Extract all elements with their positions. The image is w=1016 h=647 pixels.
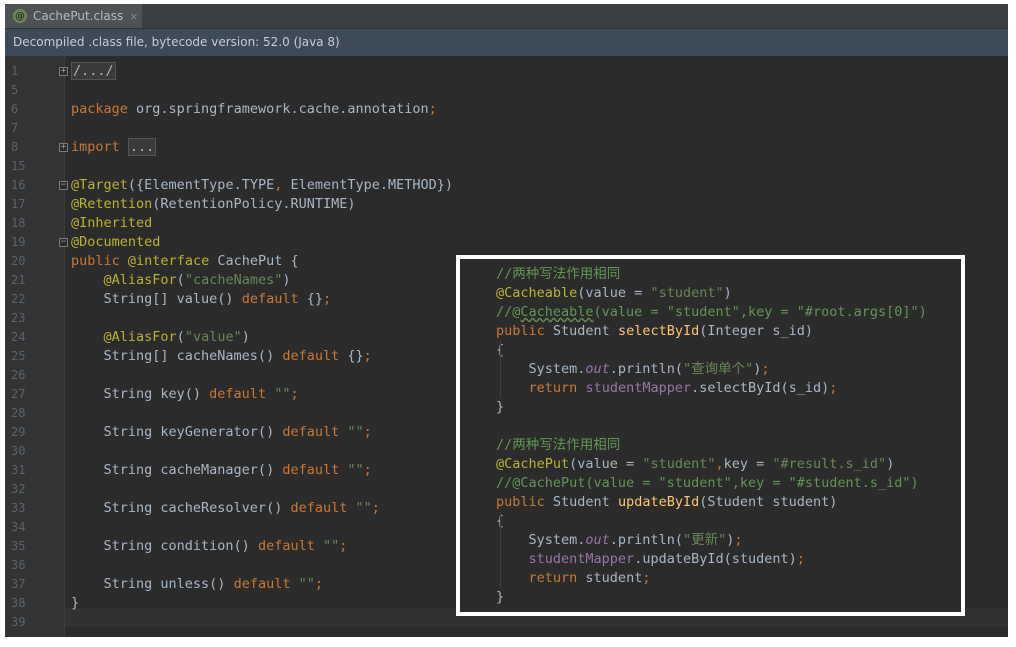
code-snippet-overlay: //两种写法作用相同 @Cacheable(value = "student") /… [456,255,965,616]
fold-toggle-icon[interactable]: − [59,237,68,247]
snippet-code-line: return studentMapper.selectById(s_id); [528,380,838,396]
fold-toggle-icon[interactable]: + [59,66,68,76]
snippet-code-line: //两种写法作用相同 [496,437,621,453]
line-number: 6 [11,102,19,116]
code-line: String cacheManager() default ""; [71,462,372,478]
line-number: 32 [11,482,26,496]
line-number: 29 [11,425,26,439]
line-number: 35 [11,539,26,553]
class-file-icon: @ [13,9,27,23]
indent-guide [500,512,501,588]
line-number: 33 [11,501,26,515]
line-number: 1 [11,64,19,78]
line-number: 22 [11,292,26,306]
line-number: 34 [11,520,26,534]
line-number: 17 [11,197,26,211]
line-number: 31 [11,463,26,477]
code-line: String condition() default ""; [71,538,348,554]
fold-toggle-icon[interactable]: + [59,142,68,152]
code-line: @Inherited [71,215,153,231]
snippet-code-line: studentMapper.updateById(student); [528,551,805,567]
tab-cacheput-class[interactable]: @ CachePut.class × [5,4,142,28]
line-number: 28 [11,406,26,420]
snippet-code-line: System.out.println("更新"); [496,532,743,548]
line-number: 38 [11,596,26,610]
line-number: 7 [11,121,19,135]
code-line: String cacheResolver() default ""; [71,500,380,516]
indent-guide [500,341,501,398]
line-number-gutter [5,56,65,637]
line-number: 16 [11,178,26,192]
snippet-code-line: public Student selectById(Integer s_id) [496,323,814,339]
code-line: @Target({ElementType.TYPE, ElementType.M… [71,177,454,193]
code-line: String[] cacheNames() default {}; [71,348,372,364]
line-number: 25 [11,349,26,363]
snippet-code-line: public Student updateById(Student studen… [496,494,838,510]
code-line: String keyGenerator() default ""; [71,424,372,440]
snippet-code-line: } [496,589,505,605]
snippet-code-line: //@Cacheable(value = "student",key = "#r… [496,304,927,320]
line-number: 21 [11,273,26,287]
code-line: import ... [71,138,157,156]
line-number: 19 [11,235,26,249]
line-number: 26 [11,368,26,382]
ide-window: @ CachePut.class × Decompiled .class fil… [5,4,1008,637]
line-number: 27 [11,387,26,401]
tab-title: CachePut.class [33,9,124,23]
snippet-code-line: return student; [528,570,651,586]
snippet-code-line: System.out.println("查询单个"); [496,361,770,377]
line-number: 18 [11,216,26,230]
line-number: 36 [11,558,26,572]
snippet-code-line: @Cacheable(value = "student") [496,285,732,301]
line-number: 37 [11,577,26,591]
code-line: String[] value() default {}; [71,291,332,307]
decompiled-info-banner: Decompiled .class file, bytecode version… [5,29,1008,56]
line-number: 15 [11,159,26,173]
code-line: public @interface CachePut { [71,253,299,269]
close-icon[interactable]: × [129,9,139,23]
fold-toggle-icon[interactable]: − [59,180,68,190]
code-line: } [71,595,80,611]
line-number: 8 [11,140,19,154]
code-line: @Documented [71,234,161,250]
line-number: 20 [11,254,26,268]
snippet-code-line: @CachePut(value = "student",key = "#resu… [496,456,895,472]
code-line: String unless() default ""; [71,576,324,592]
code-line: @AliasFor("value") [103,329,250,345]
line-number: 30 [11,444,26,458]
code-line: String key() default ""; [71,386,299,402]
editor-tab-bar: @ CachePut.class × [5,4,1008,29]
code-line: /.../ [71,62,116,80]
code-line: package org.springframework.cache.annota… [71,101,437,117]
line-number: 39 [11,615,26,629]
code-line: @Retention(RetentionPolicy.RUNTIME) [71,196,356,212]
line-number: 24 [11,330,26,344]
code-line: @AliasFor("cacheNames") [103,272,291,288]
line-number: 5 [11,83,19,97]
snippet-code-line: //两种写法作用相同 [496,266,621,282]
snippet-code-line: } [496,399,505,415]
line-number: 23 [11,311,26,325]
snippet-code-line: //@CachePut(value = "student",key = "#st… [496,475,919,491]
